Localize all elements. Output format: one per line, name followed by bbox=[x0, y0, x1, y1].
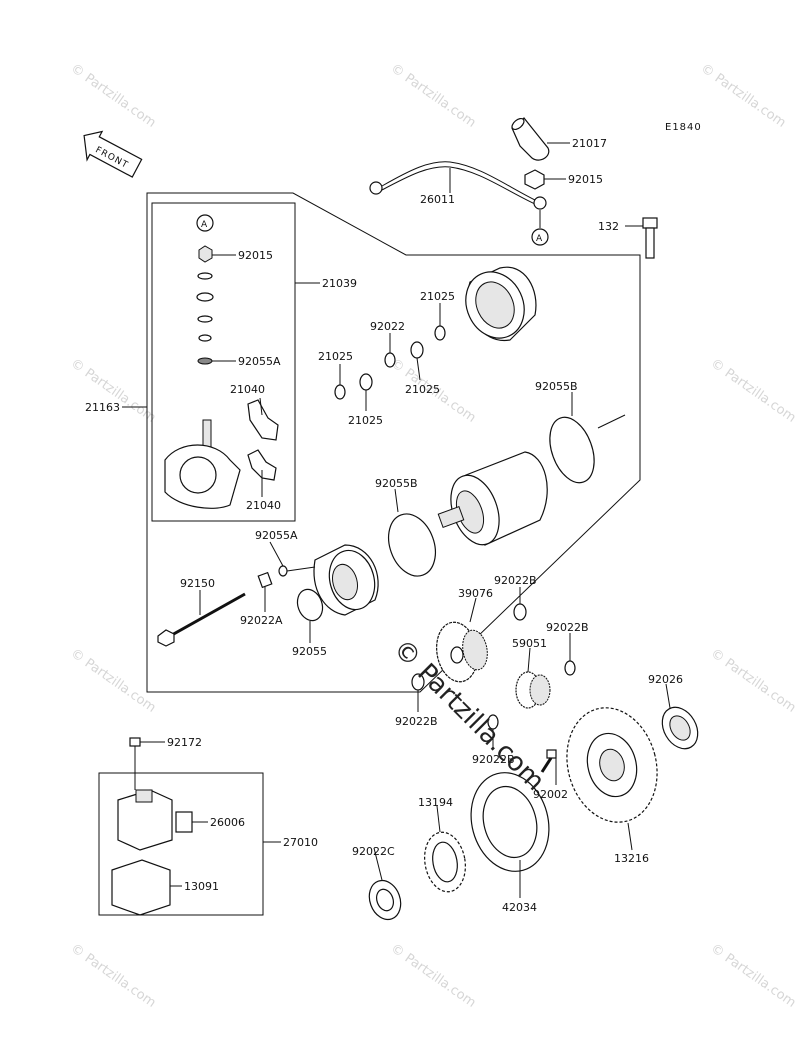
part-label-42034: 42034 bbox=[502, 901, 537, 914]
watermark: © Partzilla.com bbox=[388, 61, 479, 131]
part-label-92055a: 92055A bbox=[238, 355, 281, 368]
watermark: © Partzilla.com bbox=[388, 941, 479, 1011]
part-label-21025: 21025 bbox=[405, 383, 440, 396]
part-label-13091: 13091 bbox=[184, 880, 219, 893]
diagram-code: E1840 bbox=[665, 122, 702, 133]
bolt-92002 bbox=[540, 749, 557, 773]
part-label-26006: 26006 bbox=[210, 816, 245, 829]
part-label-92055: 92055 bbox=[292, 645, 327, 658]
part-label-92055a: 92055A bbox=[255, 529, 298, 542]
rear-housing bbox=[465, 266, 537, 341]
part-label-21017: 21017 bbox=[572, 137, 607, 150]
part-label-21025: 21025 bbox=[318, 350, 353, 363]
part-label-92055b: 92055B bbox=[375, 477, 418, 490]
part-label-21025: 21025 bbox=[420, 290, 455, 303]
leader-lines bbox=[122, 142, 671, 898]
part-label-21040: 21040 bbox=[230, 383, 265, 396]
watermark: © Partzilla.com bbox=[708, 646, 799, 716]
part-label-92015: 92015 bbox=[238, 249, 273, 262]
terminal-cap bbox=[511, 117, 550, 161]
part-label-27010: 27010 bbox=[283, 836, 318, 849]
part-label-59051: 59051 bbox=[512, 637, 547, 650]
starter-cable: A bbox=[369, 161, 549, 246]
part-label-21163: 21163 bbox=[85, 401, 120, 414]
starter-relay bbox=[111, 737, 193, 916]
relay-frame bbox=[98, 772, 264, 916]
part-label-21025: 21025 bbox=[348, 414, 383, 427]
part-label-92022a: 92022A bbox=[240, 614, 283, 627]
part-label-92022: 92022 bbox=[370, 320, 405, 333]
part-label-26011: 26011 bbox=[420, 193, 455, 206]
washer-92022c bbox=[368, 879, 402, 921]
brush-holder-frame bbox=[151, 202, 296, 522]
starter-assembly-frame bbox=[146, 192, 641, 693]
part-label-92172: 92172 bbox=[167, 736, 202, 749]
part-label-92002: 92002 bbox=[533, 788, 568, 801]
part-label-92022c: 92022C bbox=[352, 845, 395, 858]
part-label-13194: 13194 bbox=[418, 796, 453, 809]
idle-gear-39076 bbox=[436, 621, 488, 683]
watermark: © Partzilla.com bbox=[68, 646, 159, 716]
watermark: © Partzilla.com bbox=[708, 356, 799, 426]
small-washers bbox=[334, 325, 446, 400]
plate-92022a bbox=[257, 571, 273, 589]
part-label-21040: 21040 bbox=[246, 499, 281, 512]
watermark: © Partzilla.com bbox=[68, 61, 159, 131]
washer-92022b bbox=[513, 603, 527, 621]
ref-marker: A bbox=[201, 220, 208, 230]
oil-seal-92026 bbox=[661, 706, 699, 750]
part-label-92022b: 92022B bbox=[472, 753, 515, 766]
o-ring-92055b bbox=[549, 416, 595, 484]
o-ring-92055b bbox=[388, 513, 436, 577]
watermark: © Partzilla.com bbox=[68, 941, 159, 1011]
front-housing bbox=[313, 544, 379, 616]
part-label-92055b: 92055B bbox=[535, 380, 578, 393]
gear-59051 bbox=[515, 671, 551, 709]
starter-yoke bbox=[437, 451, 548, 546]
watermark: © Partzilla.com bbox=[698, 61, 789, 131]
part-labels: 21017 92015 26011 132 92015 21039 92055A… bbox=[85, 137, 683, 914]
part-label-13216: 13216 bbox=[614, 852, 649, 865]
one-way-clutch bbox=[424, 831, 466, 893]
part-label-92026: 92026 bbox=[648, 673, 683, 686]
long-bolt-132 bbox=[642, 217, 658, 259]
part-label-92150: 92150 bbox=[180, 577, 215, 590]
part-label-21039: 21039 bbox=[322, 277, 357, 290]
through-bolt-92150 bbox=[157, 592, 246, 647]
watermark: © Partzilla.com bbox=[68, 356, 159, 426]
o-ring-92055a bbox=[278, 565, 288, 577]
part-label-92022b: 92022B bbox=[494, 574, 537, 587]
washer-92022b bbox=[564, 660, 576, 676]
clutch-housing-42034 bbox=[470, 772, 550, 872]
part-label-92022b: 92022B bbox=[546, 621, 589, 634]
starter-clutch-gear bbox=[566, 707, 658, 823]
watermark: © Partzilla.com bbox=[708, 941, 799, 1011]
part-label-92015: 92015 bbox=[568, 173, 603, 186]
ref-marker: A bbox=[536, 234, 543, 244]
part-label-39076: 39076 bbox=[458, 587, 493, 600]
part-label-92022b: 92022B bbox=[395, 715, 438, 728]
terminal-nut bbox=[524, 169, 545, 190]
front-direction-arrow: FRONT bbox=[83, 130, 143, 178]
brush-holder-stack: A bbox=[164, 214, 279, 509]
o-ring-92055 bbox=[296, 588, 324, 622]
part-label-132: 132 bbox=[598, 220, 619, 233]
